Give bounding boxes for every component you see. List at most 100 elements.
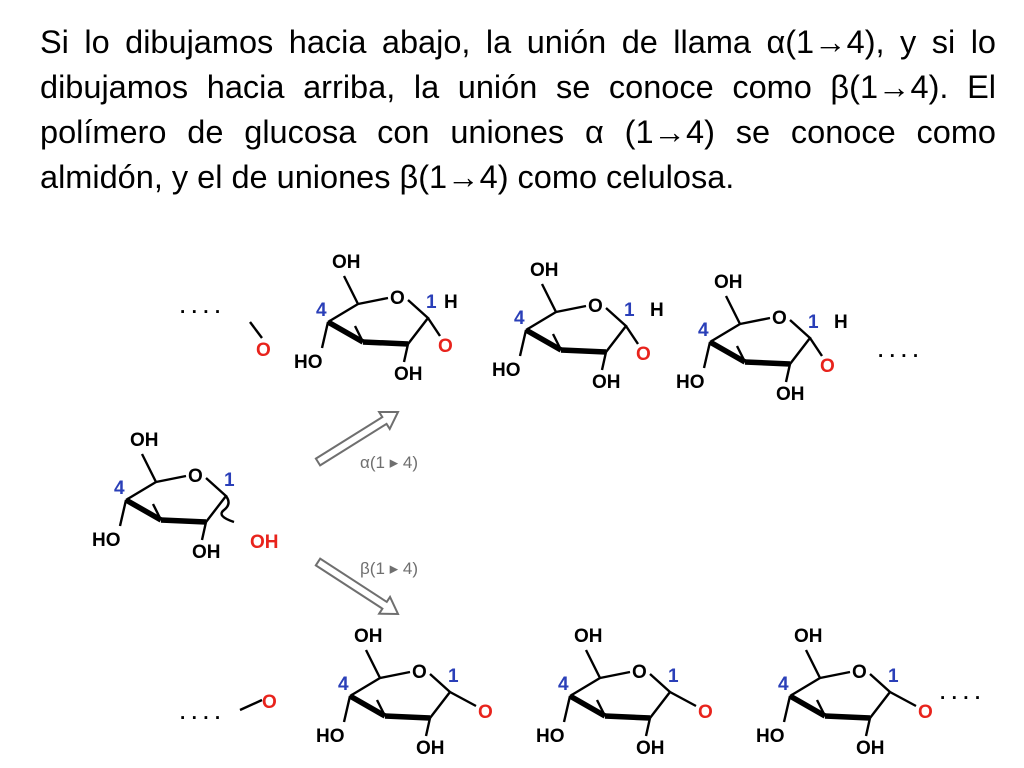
c3-hydroxyl: HO xyxy=(92,530,121,551)
ch2-bond xyxy=(140,453,158,483)
ring-oxygen: O xyxy=(772,308,787,329)
alpha-link-caption: α(1 ▸ 4) xyxy=(360,453,418,472)
c6-hydroxyl: OH xyxy=(794,626,823,647)
chain-end-dots: · · · · xyxy=(940,688,981,709)
carbon-4-label: 4 xyxy=(114,478,125,499)
ch2-bond xyxy=(724,295,742,325)
c2-bond xyxy=(784,363,792,383)
c3-hydroxyl: HO xyxy=(492,360,521,381)
ch2-bond xyxy=(584,649,602,679)
ring-bond xyxy=(599,670,631,680)
carbon-4-label: 4 xyxy=(338,674,349,695)
ring-bond xyxy=(327,302,359,324)
c3-bond xyxy=(735,345,747,363)
chain-end-dots: · · · · xyxy=(878,346,919,367)
c6-hydroxyl: OH xyxy=(332,252,361,273)
glycosidic-oxygen: O xyxy=(820,356,835,377)
ring-front-bond xyxy=(524,327,563,353)
beta-link-bond xyxy=(449,690,477,708)
ring-bond xyxy=(429,673,452,719)
c3-bond xyxy=(353,325,365,343)
glycosidic-oxygen: O xyxy=(636,344,651,365)
c3-hydroxyl: HO xyxy=(756,726,785,747)
c4-bond xyxy=(782,695,792,723)
ch2-bond xyxy=(540,283,558,313)
ring-front-bond xyxy=(788,693,827,719)
hollow-arrow xyxy=(314,411,400,467)
c3-bond xyxy=(551,333,563,351)
glycosidic-oxygen: O xyxy=(698,702,713,723)
c2-hydroxyl: OH xyxy=(636,738,665,759)
beta-arrow xyxy=(314,557,400,616)
ring-bond xyxy=(125,480,157,502)
c6-hydroxyl: OH xyxy=(714,272,743,293)
c4-bond xyxy=(118,499,128,527)
ring-front-bond xyxy=(560,347,607,355)
beta-link-caption: β(1 ▸ 4) xyxy=(360,559,418,578)
glycosidic-oxygen: O xyxy=(918,702,933,723)
wavy-anomeric-bond xyxy=(220,495,235,524)
reaction-arrows: α(1 ▸ 4) β(1 ▸ 4) xyxy=(314,411,418,616)
c2-bond xyxy=(200,521,208,541)
carbon-1-label: 1 xyxy=(668,666,679,687)
carbon-1-label: 1 xyxy=(808,312,819,333)
c3-bond xyxy=(815,699,827,717)
ring-front-bond xyxy=(824,713,871,721)
carbon-1-label: 1 xyxy=(624,300,635,321)
c3-hydroxyl: HO xyxy=(536,726,565,747)
c4-bond xyxy=(342,695,352,723)
ring-bond xyxy=(649,673,672,719)
chain-start-bond xyxy=(239,698,263,712)
ring-bond xyxy=(407,299,430,345)
ring-bond xyxy=(379,670,411,680)
c6-hydroxyl: OH xyxy=(130,430,159,451)
ring-front-bond xyxy=(326,319,365,345)
beta-link-bond xyxy=(889,690,917,708)
c4-bond xyxy=(320,321,330,349)
ring-front-bond xyxy=(708,339,747,365)
alpha-link-bond xyxy=(427,317,441,337)
ring-bond xyxy=(819,670,851,680)
ring-bond xyxy=(789,319,812,365)
c2-hydroxyl: OH xyxy=(592,372,621,393)
anomeric-hydrogen: H xyxy=(834,312,848,333)
c4-bond xyxy=(562,695,572,723)
ch2-bond xyxy=(804,649,822,679)
carbon-1-label: 1 xyxy=(448,666,459,687)
ring-oxygen: O xyxy=(412,662,427,683)
glycosidic-oxygen: O xyxy=(438,336,453,357)
ring-front-bond xyxy=(362,339,409,347)
ring-front-bond xyxy=(568,693,607,719)
ring-oxygen: O xyxy=(390,288,405,309)
ring-bond xyxy=(739,316,771,326)
ring-bond xyxy=(357,296,389,306)
ring-bond xyxy=(349,676,381,698)
carbon-4-label: 4 xyxy=(778,674,789,695)
glycosidic-oxygen: O xyxy=(478,702,493,723)
c2-bond xyxy=(424,717,432,737)
ring-oxygen: O xyxy=(588,296,603,317)
c2-hydroxyl: OH xyxy=(856,738,885,759)
c6-hydroxyl: OH xyxy=(530,260,559,281)
chain-start-dots: · · · · xyxy=(180,708,221,729)
c2-bond xyxy=(864,717,872,737)
slide-paragraph: Si lo dibujamos hacia abajo, la unión de… xyxy=(40,24,996,195)
c2-hydroxyl: OH xyxy=(394,364,423,385)
alpha-link-bond xyxy=(809,337,823,357)
c2-bond xyxy=(402,343,410,363)
ring-bond xyxy=(709,322,741,344)
ring-oxygen: O xyxy=(852,662,867,683)
carbon-1-label: 1 xyxy=(888,666,899,687)
ring-bond xyxy=(555,304,587,314)
ring-front-bond xyxy=(124,497,163,523)
alpha-arrow xyxy=(314,411,400,467)
